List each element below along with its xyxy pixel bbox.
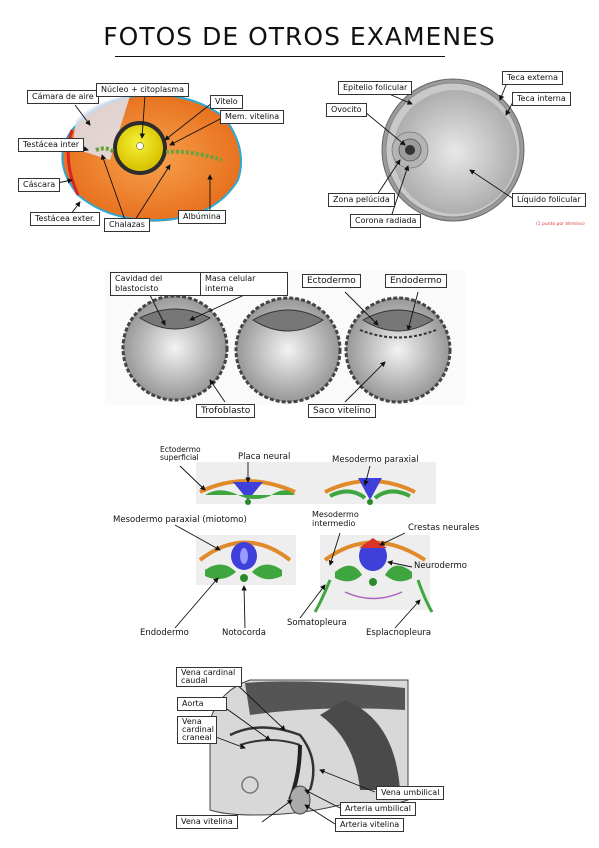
egg-label-membrana: Mem. vitelina	[220, 110, 285, 124]
follicle-label-epitelio: Epitelio folicular	[338, 81, 413, 95]
follicle-scoring-note: (1 punto por término)	[536, 222, 585, 227]
egg-label-testacea-int: Testácea inter	[18, 138, 85, 152]
embryo-label-cardinal-caudal: Vena cardinal caudal	[176, 667, 242, 687]
follicle-label-teca-ext: Teca externa	[502, 71, 563, 85]
neural-label-esplacnopleura: Esplacnopleura	[366, 628, 432, 638]
embryo-label-aorta: Aorta	[177, 697, 227, 711]
neural-label-ectodermo-sup: Ectodermo superficial	[160, 445, 201, 462]
egg-label-nucleo: Núcleo + citoplasma	[96, 83, 189, 97]
neural-label-endodermo: Endodermo	[140, 628, 189, 638]
neural-label-mesodermo-int: Mesodermo intermedio	[312, 510, 359, 528]
neural-label-mesodermo-par: Mesodermo paraxial	[332, 455, 419, 465]
blasto-label-masa: Masa celular interna	[200, 272, 288, 296]
neural-label-mesodermo-par2: Mesodermo paraxial (miotomo)	[113, 515, 247, 525]
embryo-label-vitelina-v: Vena vitelina	[176, 815, 238, 829]
blasto-label-saco: Saco vitelino	[308, 404, 376, 418]
egg-label-testacea-ext: Testácea exter.	[30, 212, 101, 226]
neural-label-neurodermo: Neurodermo	[414, 561, 467, 571]
egg-label-albumina: Albúmina	[178, 210, 226, 224]
embryo-label-vitelina-a: Arteria vitelina	[335, 818, 405, 832]
neural-tube-diagram	[196, 462, 436, 613]
egg-diagram	[61, 93, 242, 222]
egg-label-vitelo: Vitelo	[210, 95, 243, 109]
follicle-diagram	[381, 78, 525, 222]
neural-label-crestas: Crestas neurales	[408, 523, 480, 533]
blasto-label-ectodermo: Ectodermo	[302, 274, 361, 288]
page-title: FOTOS DE OTROS EXAMENES	[103, 22, 496, 51]
leader-lines	[51, 79, 515, 825]
neural-label-placa: Placa neural	[238, 452, 291, 462]
follicle-label-zona: Zona pelúcida	[328, 193, 395, 207]
neural-label-notocorda: Notocorda	[222, 628, 266, 638]
embryo-label-umbilical-a: Arteria umbilical	[340, 802, 416, 816]
title-underline	[115, 56, 445, 57]
blasto-label-cavidad: Cavidad del blastocisto	[110, 272, 202, 296]
embryo-label-umbilical-v: Vena umbilical	[376, 786, 445, 800]
egg-label-cascara: Cáscara	[18, 178, 61, 192]
follicle-label-corona: Corona radiada	[350, 214, 422, 228]
egg-label-chalazas: Chalazas	[104, 218, 150, 232]
follicle-label-ovocito: Ovocito	[326, 103, 367, 117]
follicle-label-liquido: Líquido folicular	[512, 193, 586, 207]
egg-label-camara: Cámara de aire	[27, 90, 99, 104]
neural-label-somatopleura: Somatopleura	[287, 618, 347, 628]
embryo-label-cardinal-craneal: Vena cardinal craneal	[177, 716, 217, 744]
follicle-label-teca-int: Teca interna	[512, 92, 571, 106]
blasto-label-endodermo: Endodermo	[385, 274, 447, 288]
blasto-label-trofoblasto: Trofoblasto	[196, 404, 256, 418]
embryo-diagram	[209, 679, 409, 816]
